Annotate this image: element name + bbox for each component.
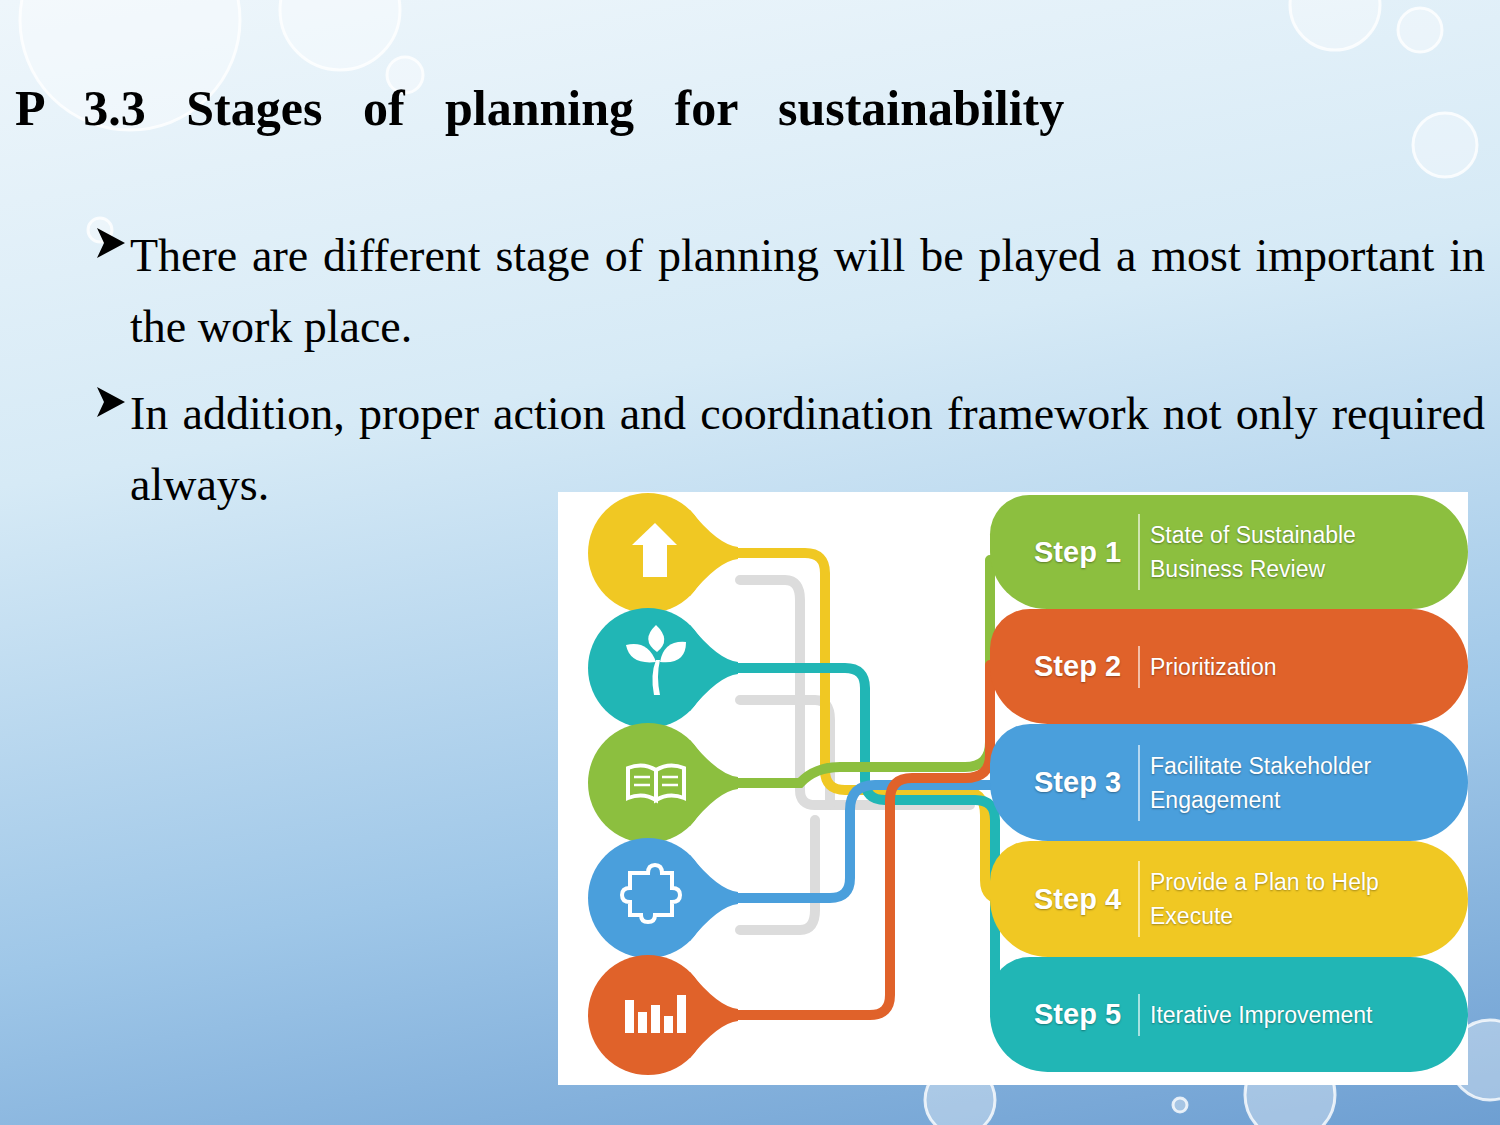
icons bbox=[622, 523, 686, 1033]
bullet-text: There are different stage of planning wi… bbox=[130, 220, 1485, 362]
bar-chart-icon bbox=[625, 995, 686, 1033]
leaf-icon bbox=[626, 625, 686, 695]
bullet-arrows bbox=[97, 228, 125, 417]
step-number: Step 3 bbox=[990, 766, 1138, 799]
step-description: Prioritization bbox=[1138, 646, 1450, 688]
step-description: State of Sustainable Business Review bbox=[1138, 514, 1450, 590]
arrow-up-icon bbox=[632, 523, 677, 577]
step-number: Step 4 bbox=[990, 883, 1138, 916]
icon-blobs bbox=[588, 493, 738, 1075]
step-band: Step 3Facilitate Stakeholder Engagement bbox=[990, 724, 1468, 841]
step-description: Facilitate Stakeholder Engagement bbox=[1138, 745, 1450, 821]
step-number: Step 1 bbox=[990, 536, 1138, 569]
slide-title: P 3.3 Stages of planning for sustainabil… bbox=[15, 78, 1064, 138]
step-description: Provide a Plan to Help Execute bbox=[1138, 861, 1450, 937]
book-icon bbox=[628, 765, 684, 800]
step-band: Step 2Prioritization bbox=[990, 609, 1468, 724]
infographic-panel bbox=[558, 492, 1468, 1085]
step-number: Step 2 bbox=[990, 650, 1138, 683]
connector-ribbons bbox=[730, 553, 1005, 1015]
step-band: Step 4Provide a Plan to Help Execute bbox=[990, 841, 1468, 957]
step-band: Step 1State of Sustainable Business Revi… bbox=[990, 495, 1468, 609]
step-description: Iterative Improvement bbox=[1138, 994, 1450, 1036]
step-number: Step 5 bbox=[990, 998, 1138, 1031]
water-drops bbox=[20, 0, 1500, 1125]
step-band: Step 5Iterative Improvement bbox=[990, 957, 1468, 1072]
puzzle-icon bbox=[622, 865, 680, 922]
